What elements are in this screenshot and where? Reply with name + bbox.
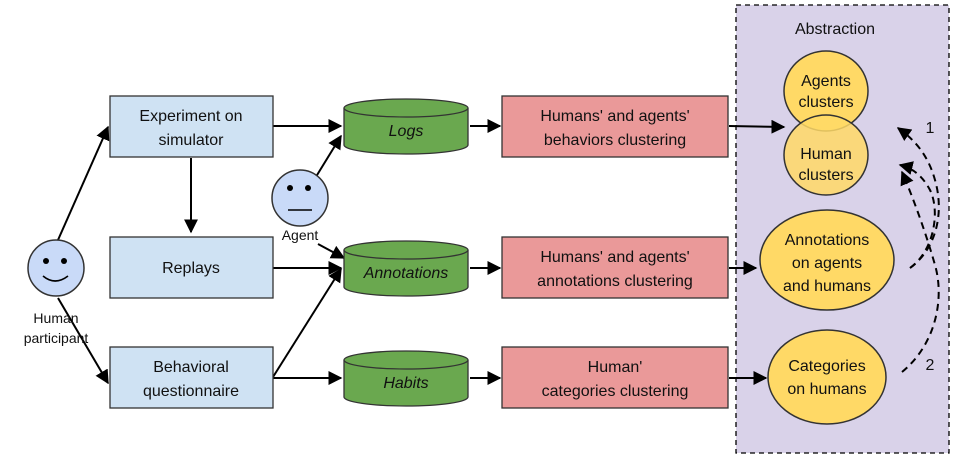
arrow-agent-annotations [317, 243, 346, 259]
categories-process-line2: categories clustering [542, 383, 689, 400]
categories-process-line1: Human' [588, 359, 643, 376]
categories-on-node: Categories on humans [767, 329, 887, 425]
human-face-icon [27, 239, 85, 297]
categories-on-line2: on humans [787, 381, 866, 398]
behaviors-process: Humans' and agents' behaviors clustering [501, 95, 729, 158]
logs-datastore: Logs [343, 98, 469, 155]
behaviors-line2: behaviors clustering [544, 132, 686, 149]
annotations-process-line1: Humans' and agents' [540, 249, 689, 266]
dashed-links [896, 127, 940, 373]
habits-label: Habits [383, 375, 428, 392]
link-label-2: 2 [926, 357, 935, 374]
behaviors-line1: Humans' and agents' [540, 108, 689, 125]
annotations-datastore: Annotations [343, 240, 469, 297]
human-clusters-line1: Human [800, 146, 852, 163]
agent-face-icon [271, 169, 329, 227]
abstraction-title: Abstraction [795, 21, 875, 38]
human-label-1: Human [33, 310, 78, 326]
replays-box: Replays [109, 236, 274, 299]
annotations-on-node: Annotations on agents and humans [759, 209, 895, 311]
annotations-label: Annotations [363, 265, 449, 282]
annotations-on-line1: Annotations [785, 232, 870, 249]
annotations-on-line3: and humans [783, 278, 871, 295]
questionnaire-line2: questionnaire [143, 383, 239, 400]
experiment-line1: Experiment on [139, 108, 242, 125]
link-label-1: 1 [926, 120, 935, 137]
arrow-human-questionnaire [57, 297, 109, 385]
logs-label: Logs [389, 123, 424, 140]
habits-datastore: Habits [343, 350, 469, 407]
annotations-process: Humans' and agents' annotations clusteri… [501, 236, 729, 299]
agents-clusters-line1: Agents [801, 73, 851, 90]
experiment-box: Experiment on simulator [109, 95, 274, 158]
dashed-link-1-to-agents [896, 127, 940, 269]
replays-label: Replays [162, 260, 220, 277]
arrow-agent-logs [313, 134, 342, 181]
arrow-behaviors-clusters [728, 119, 786, 134]
arrow-questionnaire-annotations [272, 267, 342, 378]
human-label-2: participant [24, 330, 89, 346]
annotations-process-line2: annotations clustering [537, 273, 693, 290]
annotations-on-line2: on agents [792, 255, 862, 272]
arrow-human-experiment [57, 125, 110, 241]
questionnaire-line1: Behavioral [153, 359, 229, 376]
agent-label: Agent [282, 227, 319, 243]
dashed-link-1-to-human [898, 161, 936, 269]
questionnaire-box: Behavioral questionnaire [109, 346, 274, 409]
human-clusters-line2: clusters [798, 167, 853, 184]
agents-clusters-line2: clusters [798, 94, 853, 111]
human-clusters-node: Human clusters [783, 114, 869, 196]
connectors [57, 119, 786, 385]
categories-process: Human' categories clustering [501, 346, 729, 409]
experiment-line2: simulator [159, 132, 225, 149]
categories-on-line1: Categories [788, 358, 865, 375]
